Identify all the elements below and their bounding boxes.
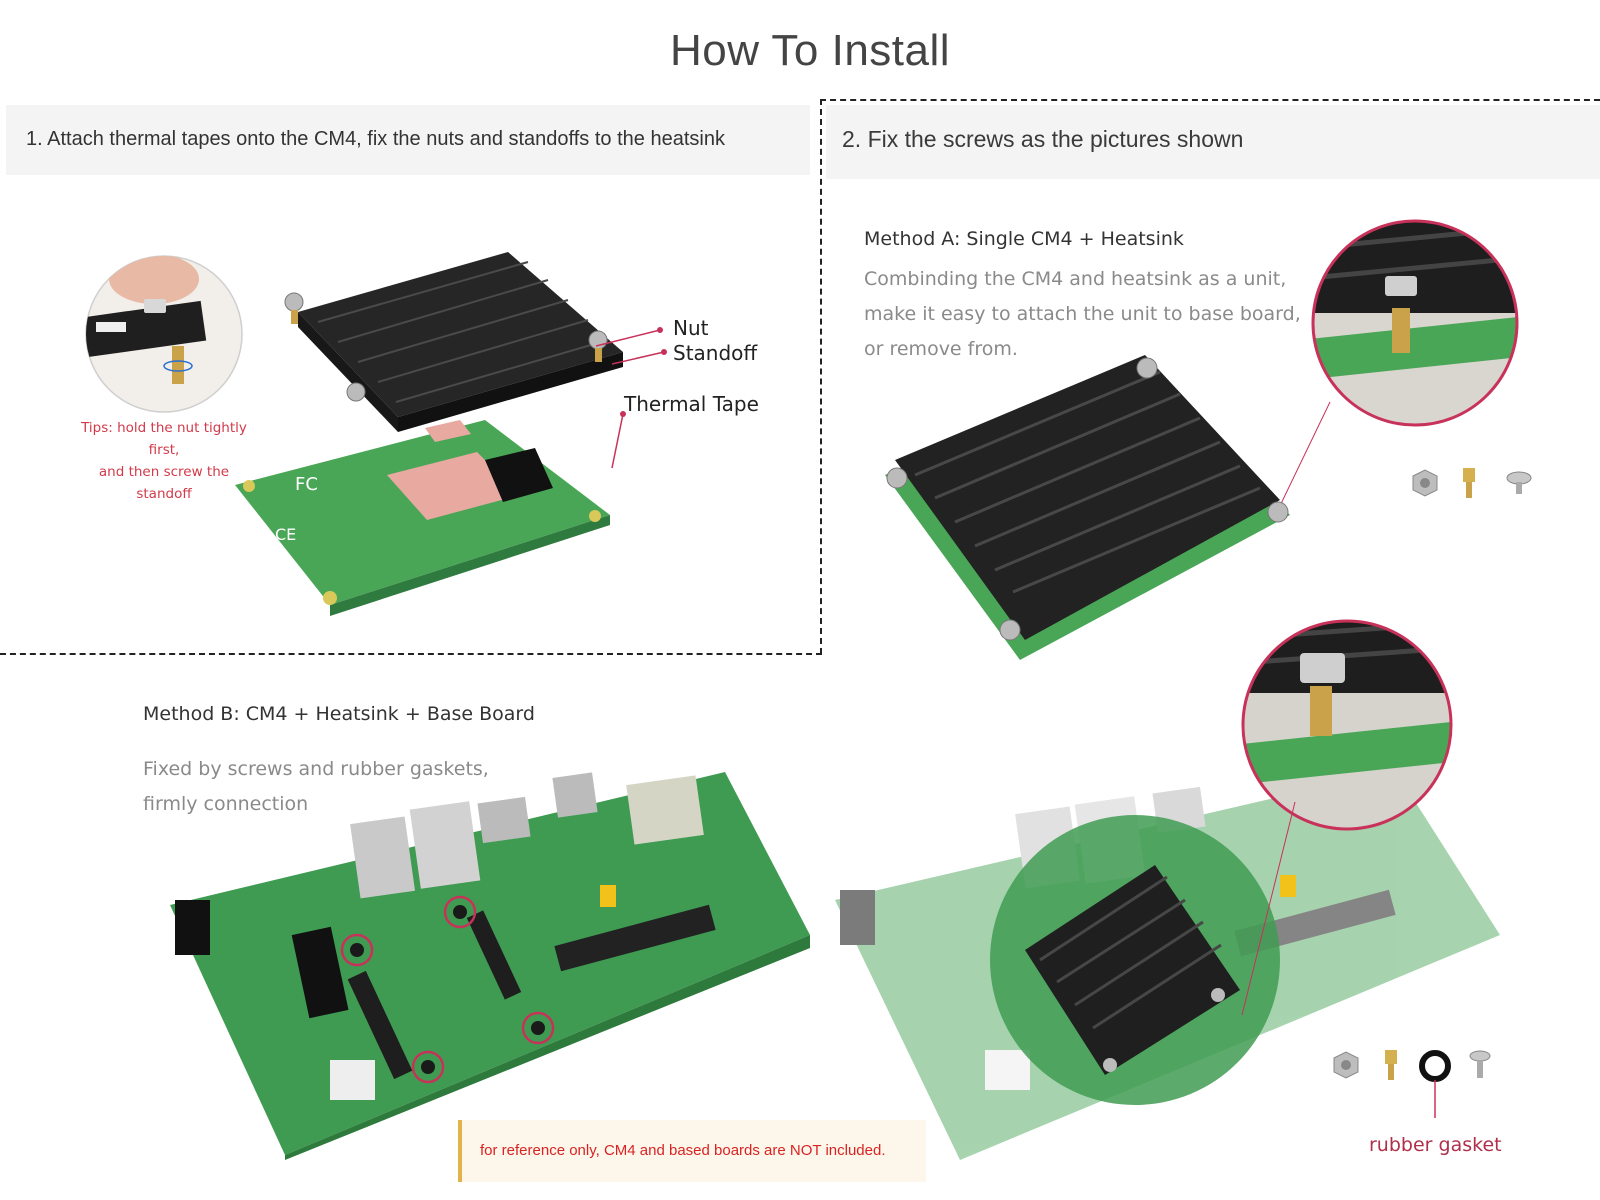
hardware-set-b bbox=[1333, 1050, 1491, 1118]
tips-text: Tips: hold the nut tightly first, and th… bbox=[74, 417, 254, 505]
thermal-tape-label: Thermal Tape bbox=[624, 392, 759, 416]
method-b-desc: Fixed by screws and rubber gaskets, firm… bbox=[143, 752, 489, 822]
screw-icon bbox=[1469, 1050, 1491, 1062]
zoom-line-a bbox=[1276, 401, 1331, 513]
divider-top bbox=[820, 99, 1600, 101]
magnifier-inset-icon bbox=[1311, 219, 1519, 427]
step2-text: 2. Fix the screws as the pictures shown bbox=[842, 126, 1244, 152]
method-a-desc: Combinding the CM4 and heatsink as a uni… bbox=[864, 262, 1301, 367]
cm4-board-icon: FC CE bbox=[235, 420, 610, 616]
method-b-desc-1: Fixed by screws and rubber gaskets, bbox=[143, 758, 489, 780]
method-a-desc-2: make it easy to attach the unit to base … bbox=[864, 303, 1301, 325]
base-board-icon bbox=[170, 772, 810, 1160]
reference-note-text: for reference only, CM4 and based boards… bbox=[480, 1142, 886, 1159]
hardware-set-a bbox=[1412, 468, 1532, 498]
standoff-icon bbox=[1385, 1050, 1397, 1064]
standoff-icon bbox=[1463, 468, 1475, 482]
tips-line-1: Tips: hold the nut tightly first, bbox=[81, 420, 247, 458]
zoom-line-b bbox=[1241, 801, 1296, 1016]
divider-bottom bbox=[0, 653, 822, 655]
method-b-desc-2: firmly connection bbox=[143, 793, 309, 815]
magnifier-inset-b-icon bbox=[1241, 619, 1453, 831]
nut-zoom-inset bbox=[85, 255, 243, 413]
method-a-title: Method A: Single CM4 + Heatsink bbox=[864, 228, 1184, 250]
step1-text: 1. Attach thermal tapes onto the CM4, fi… bbox=[26, 128, 725, 150]
assembled-board-icon bbox=[835, 770, 1500, 1160]
standoff-label: Standoff bbox=[673, 341, 758, 365]
method-a-desc-3: or remove from. bbox=[864, 338, 1018, 360]
step2-bar: 2. Fix the screws as the pictures shown bbox=[826, 105, 1600, 179]
tips-line-2: and then screw the standoff bbox=[98, 464, 230, 502]
reference-note: for reference only, CM4 and based boards… bbox=[458, 1120, 926, 1182]
page-title: How To Install bbox=[669, 26, 951, 75]
callout-lines bbox=[595, 327, 667, 469]
svg-text:FC: FC bbox=[295, 474, 318, 495]
rubber-gasket-icon bbox=[1419, 1050, 1451, 1082]
heatsink-icon bbox=[284, 252, 623, 432]
method-a-desc-1: Combinding the CM4 and heatsink as a uni… bbox=[864, 268, 1287, 290]
step1-bar: 1. Attach thermal tapes onto the CM4, fi… bbox=[6, 105, 810, 175]
rubber-gasket-label: rubber gasket bbox=[1369, 1134, 1502, 1156]
nut-label: Nut bbox=[673, 316, 709, 340]
method-b-title: Method B: CM4 + Heatsink + Base Board bbox=[143, 703, 535, 725]
svg-text:CE: CE bbox=[275, 525, 296, 544]
cm4-heatsink-unit-icon bbox=[885, 355, 1290, 660]
divider-vertical bbox=[820, 99, 822, 654]
